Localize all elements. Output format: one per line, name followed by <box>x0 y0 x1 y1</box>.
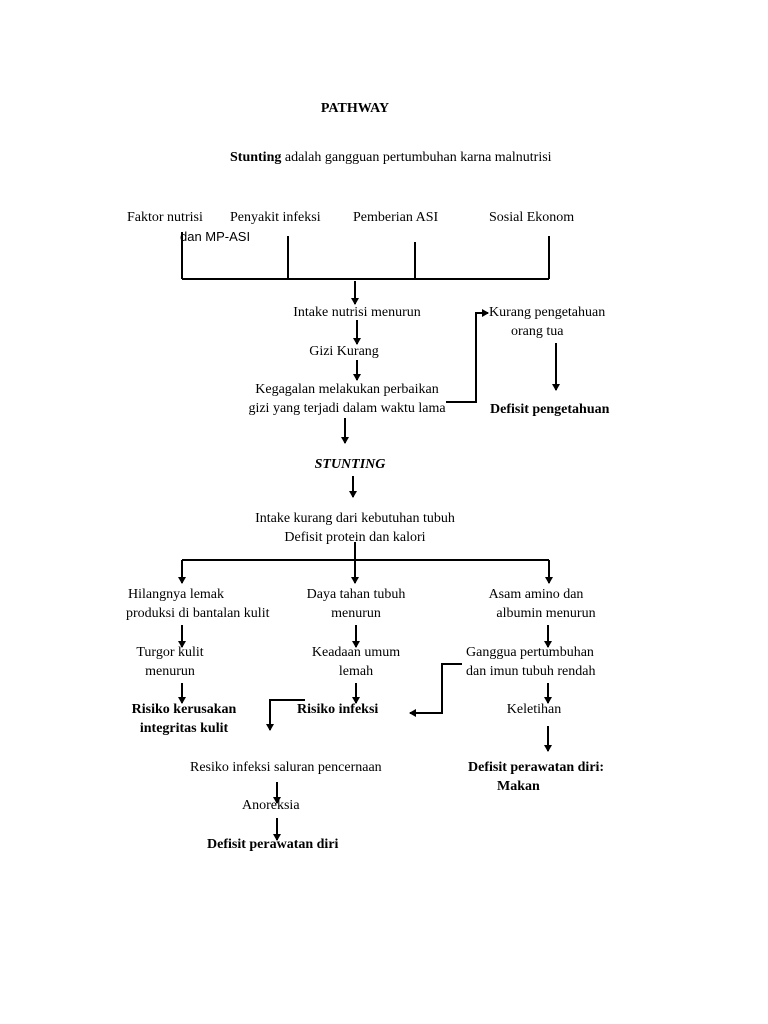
diagnosis-risiko-kerusakan: Risiko kerusakan <box>131 702 237 717</box>
node-intake-menurun: Intake nutrisi menurun <box>293 305 421 320</box>
right-keletihan: Keletihan <box>506 702 562 717</box>
node-anoreksia: Anoreksia <box>242 798 300 813</box>
right-albumin-menurun: albumin menurun <box>496 606 596 621</box>
right-asam-amino: Asam amino dan <box>488 587 584 602</box>
diagnosis-risiko-infeksi: Risiko infeksi <box>297 702 379 717</box>
definition-text: adalah gangguan pertumbuhan karna malnut… <box>281 150 552 165</box>
definition-term: Stunting <box>230 150 282 165</box>
factor-nutrisi: Faktor nutrisi <box>127 210 203 225</box>
middle-keadaan-lemah: lemah <box>338 664 374 679</box>
right-imun-rendah: dan imun tubuh rendah <box>466 664 596 679</box>
node-kurang-pengetahuan-1: Kurang pengetahuan <box>489 305 606 320</box>
node-stunting: STUNTING <box>314 457 386 472</box>
left-produksi-bantalan: produksi di bantalan kulit <box>126 606 270 621</box>
left-turgor-kulit: Turgor kulit <box>136 645 204 660</box>
middle-keadaan-umum: Keadaan umum <box>311 645 401 660</box>
factor-pemberian-asi: Pemberian ASI <box>353 210 439 225</box>
node-intake-kurang-2: Defisit protein dan kalori <box>284 530 426 545</box>
middle-daya-tahan: Daya tahan tubuh <box>306 587 406 602</box>
factor-penyakit-infeksi: Penyakit infeksi <box>230 210 321 225</box>
node-intake-kurang-1: Intake kurang dari kebutuhan tubuh <box>255 511 455 526</box>
node-kurang-pengetahuan-2: orang tua <box>511 324 564 339</box>
left-turgor-menurun: menurun <box>145 664 195 679</box>
diagnosis-defisit-perawatan-diri: Defisit perawatan diri <box>207 837 339 852</box>
diagnosis-defisit-perawatan-makan-2: Makan <box>497 779 540 794</box>
diagnosis-defisit-perawatan-makan-1: Defisit perawatan diri: <box>468 760 605 775</box>
factor-nutrisi-mpasi: dan MP-ASI <box>180 229 251 244</box>
page-title: PATHWAY <box>320 101 390 116</box>
right-ganggua-pertumbuhan: Ganggua pertumbuhan <box>466 645 594 660</box>
factor-sosial-ekonomi: Sosial Ekonom <box>489 210 575 225</box>
node-gizi-kurang: Gizi Kurang <box>309 344 379 359</box>
node-resiko-pencernaan: Resiko infeksi saluran pencernaan <box>190 760 382 775</box>
node-kegagalan-1: Kegagalan melakukan perbaikan <box>255 382 439 397</box>
diagnosis-integritas-kulit: integritas kulit <box>139 721 229 736</box>
diagnosis-defisit-pengetahuan: Defisit pengetahuan <box>490 402 610 417</box>
middle-daya-menurun: menurun <box>331 606 381 621</box>
node-kegagalan-2: gizi yang terjadi dalam waktu lama <box>248 401 446 416</box>
stunting-definition: Stunting adalah gangguan pertumbuhan kar… <box>230 148 552 168</box>
left-hilangnya-lemak: Hilangnya lemak <box>128 587 225 602</box>
